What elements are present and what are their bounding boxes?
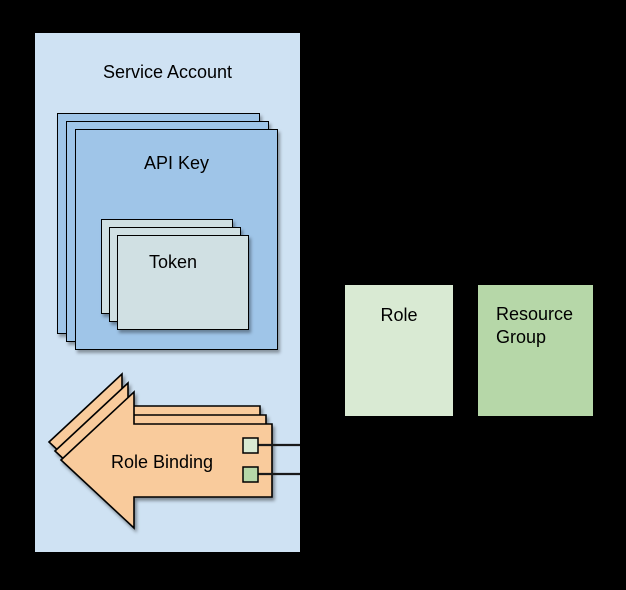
token-card [117,235,249,330]
resource-group-ref-square [242,466,259,483]
role-ref-square [242,437,259,454]
resource-group-box [478,285,593,416]
role-binding-arrow [59,390,273,530]
role-box [345,285,453,416]
